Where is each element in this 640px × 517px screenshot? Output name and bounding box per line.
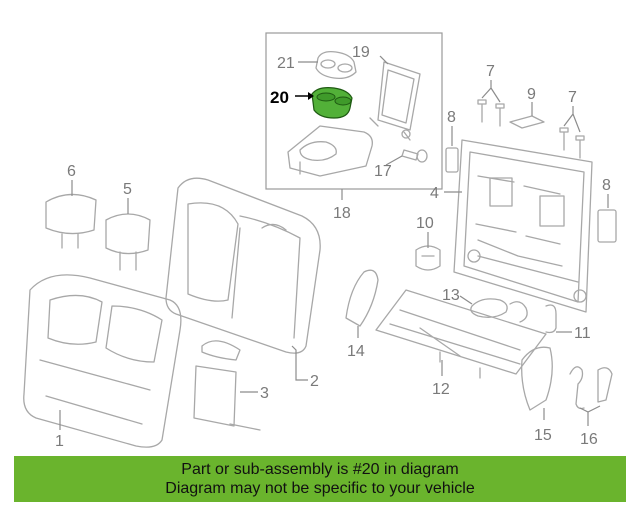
callout-8-left: 8 bbox=[447, 109, 456, 126]
part-16-hooks bbox=[569, 366, 613, 410]
callout-12: 12 bbox=[432, 381, 450, 398]
callout-18: 17 bbox=[374, 163, 392, 180]
part-13-hinge bbox=[470, 298, 528, 323]
leader-7-right bbox=[563, 106, 581, 133]
part-1-seat-cushion bbox=[23, 274, 182, 448]
leader-13 bbox=[459, 295, 473, 305]
leader-7-left bbox=[481, 80, 501, 103]
callout-8-right: 8 bbox=[602, 177, 611, 194]
callout-7-right: 7 bbox=[568, 89, 577, 106]
part-8-clip-left bbox=[445, 147, 459, 173]
part-19-armrest-frame bbox=[369, 61, 421, 141]
leader-20-arrow bbox=[308, 92, 314, 100]
leader-18 bbox=[385, 155, 403, 166]
banner-part-info: Part or sub-assembly is #20 in diagram bbox=[181, 461, 459, 478]
part-4-seatback-frame bbox=[453, 139, 593, 313]
callout-20: 20 bbox=[270, 88, 289, 107]
part-5-headrest-right bbox=[105, 213, 151, 271]
callout-2: 2 bbox=[310, 373, 319, 390]
part-10-latch bbox=[415, 245, 441, 271]
callout-16: 16 bbox=[580, 431, 598, 448]
callout-7-left: 7 bbox=[486, 63, 495, 80]
callout-14: 14 bbox=[347, 343, 365, 360]
part-21-cup-holder-top bbox=[315, 50, 357, 80]
callout-17: 18 bbox=[333, 205, 351, 222]
callout-9: 9 bbox=[527, 86, 536, 103]
leader-16 bbox=[579, 405, 601, 426]
leader-2 bbox=[291, 345, 308, 381]
callout-15: 15 bbox=[534, 427, 552, 444]
callout-21: 21 bbox=[277, 55, 295, 72]
part-15-cover bbox=[521, 346, 553, 411]
callout-1: 1 bbox=[55, 433, 64, 450]
part-6-headrest-left bbox=[45, 193, 97, 249]
callout-6: 6 bbox=[67, 163, 76, 180]
callout-13: 13 bbox=[442, 287, 460, 304]
part-8-clip-right bbox=[597, 209, 617, 243]
part-11-bracket bbox=[545, 304, 557, 334]
inset-box bbox=[265, 32, 443, 190]
callout-19: 19 bbox=[352, 44, 370, 61]
part-armrest-body bbox=[287, 125, 373, 177]
part-2-seatback-cover bbox=[165, 177, 321, 354]
part-7-screws-right bbox=[559, 127, 585, 159]
callout-3: 3 bbox=[260, 385, 269, 402]
part-9-bracket bbox=[509, 115, 545, 129]
banner-disclaimer: Diagram may not be specific to your vehi… bbox=[165, 480, 475, 497]
callout-10: 10 bbox=[416, 215, 434, 232]
callout-4: 4 bbox=[430, 185, 439, 202]
part-3-back-panel bbox=[193, 340, 261, 431]
callout-11: 11 bbox=[574, 325, 591, 342]
callout-5: 5 bbox=[123, 181, 132, 198]
part-14-trim bbox=[345, 269, 379, 327]
part-12-rail bbox=[375, 289, 547, 379]
part-18-bolt bbox=[401, 149, 428, 163]
part-7-screws-left bbox=[477, 99, 505, 127]
info-banner: Part or sub-assembly is #20 in diagram D… bbox=[14, 456, 626, 502]
leader-19 bbox=[379, 55, 389, 65]
part-20-cup-holder-insert bbox=[311, 87, 353, 119]
